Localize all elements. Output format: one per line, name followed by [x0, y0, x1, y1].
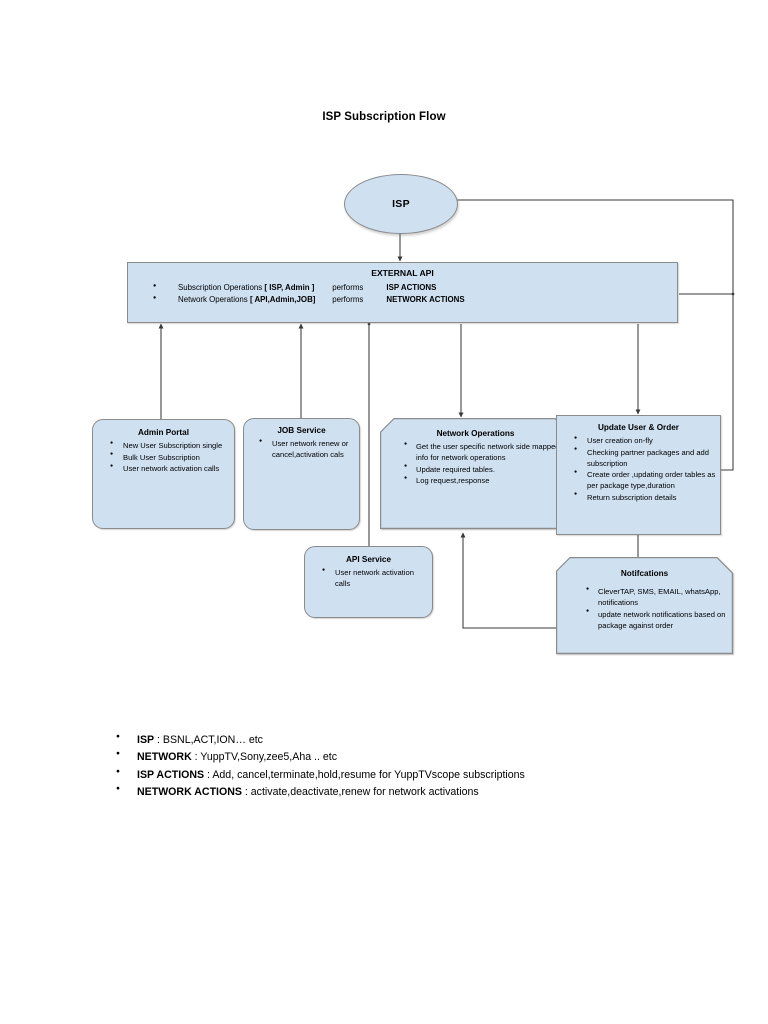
- node-update-user-order-list: User creation on-fly Checking partner pa…: [557, 435, 720, 503]
- legend-item-isp-actions: ISP ACTIONS : Add, cancel,terminate,hold…: [113, 767, 713, 784]
- list-item: Bulk User Subscription: [110, 451, 230, 463]
- legend: ISP : BSNL,ACT,ION… etc NETWORK : YuppTV…: [113, 732, 713, 801]
- node-network-operations[interactable]: Network Operations Get the user specific…: [380, 418, 571, 529]
- legend-term: ISP ACTIONS: [137, 768, 205, 781]
- external-api-row-1-label: Network Operations: [178, 294, 248, 304]
- external-api-row-network-operations: Network Operations [ API,Admin,JOB] perf…: [128, 294, 677, 306]
- node-api-service-title: API Service: [345, 555, 392, 564]
- node-job-service[interactable]: JOB Service User network renew or cancel…: [243, 418, 360, 530]
- list-item: User network renew or cancel,activation …: [259, 438, 355, 460]
- node-update-user-order[interactable]: Update User & Order User creation on-fly…: [556, 415, 721, 535]
- external-api-row-1-verb: performs: [332, 294, 364, 304]
- node-job-service-title: JOB Service: [277, 426, 326, 435]
- node-update-user-order-title: Update User & Order: [598, 423, 679, 432]
- node-admin-portal-list: New User Subscription single Bulk User S…: [93, 440, 234, 474]
- node-notifications[interactable]: Notifcations CleverTAP, SMS, EMAIL, what…: [556, 557, 733, 654]
- list-item: Create order ,updating order tables as p…: [574, 469, 716, 491]
- node-network-operations-title: Network Operations: [436, 429, 515, 438]
- node-api-service[interactable]: API Service User network activation call…: [304, 546, 433, 618]
- list-item: Update required tables.: [404, 463, 567, 475]
- external-api-row-0-label: Subscription Operations: [178, 282, 263, 292]
- legend-value: : activate,deactivate,renew for network …: [241, 785, 479, 798]
- node-external-api[interactable]: EXTERNAL API Subscription Operations [ I…: [127, 262, 678, 323]
- list-item: Return subscription details: [574, 491, 716, 503]
- legend-term: ISP: [137, 734, 155, 746]
- list-item: User network activation calls: [322, 567, 428, 589]
- node-isp[interactable]: ISP: [344, 174, 458, 234]
- list-item: User creation on-fly: [574, 435, 716, 446]
- legend-item-network-actions: NETWORK ACTIONS : activate,deactivate,re…: [113, 784, 713, 801]
- external-api-row-0-action: ISP ACTIONS: [386, 282, 437, 292]
- node-network-operations-list: Get the user specific network side mappe…: [380, 441, 571, 486]
- node-external-api-title: EXTERNAL API: [371, 268, 434, 278]
- external-api-row-subscription-operations: Subscription Operations [ ISP, Admin ] p…: [128, 282, 677, 294]
- connector-notifications-to-network-operations: [460, 532, 556, 629]
- legend-value: : BSNL,ACT,ION… etc: [154, 734, 263, 746]
- page-title: ISP Subscription Flow: [322, 111, 446, 123]
- legend-value: : Add, cancel,terminate,hold,resume for …: [204, 768, 525, 781]
- node-admin-portal-title: Admin Portal: [138, 428, 189, 437]
- node-notifications-title: Notifcations: [620, 569, 669, 578]
- legend-item-network: NETWORK : YuppTV,Sony,zee5,Aha .. etc: [113, 749, 713, 766]
- external-api-row-1-actors: [ API,Admin,JOB]: [249, 294, 316, 304]
- external-api-row-1-action: NETWORK ACTIONS: [386, 294, 465, 304]
- list-item: CleverTAP, SMS, EMAIL, whatsApp, notific…: [586, 586, 729, 608]
- list-item: Get the user specific network side mappe…: [404, 441, 567, 463]
- external-api-row-0-actors: [ ISP, Admin ]: [264, 282, 315, 292]
- node-job-service-list: User network renew or cancel,activation …: [244, 438, 359, 460]
- list-item: Checking partner packages and add subscr…: [574, 446, 716, 469]
- node-api-service-list: User network activation calls: [305, 567, 432, 589]
- list-item: Log request,response: [404, 475, 567, 486]
- list-item: New User Subscription single: [110, 440, 230, 451]
- node-isp-label: ISP: [392, 198, 410, 210]
- node-notifications-list: CleverTAP, SMS, EMAIL, whatsApp, notific…: [556, 586, 733, 631]
- legend-value: : YuppTV,Sony,zee5,Aha .. etc: [191, 751, 338, 764]
- external-api-row-0-verb: performs: [332, 282, 364, 292]
- legend-item-isp: ISP : BSNL,ACT,ION… etc: [113, 732, 713, 749]
- list-item: update network notifications based on pa…: [586, 608, 729, 631]
- list-item: User network activation calls: [110, 463, 230, 474]
- node-admin-portal[interactable]: Admin Portal New User Subscription singl…: [92, 419, 235, 529]
- legend-term: NETWORK: [137, 751, 192, 764]
- legend-term: NETWORK ACTIONS: [137, 785, 242, 798]
